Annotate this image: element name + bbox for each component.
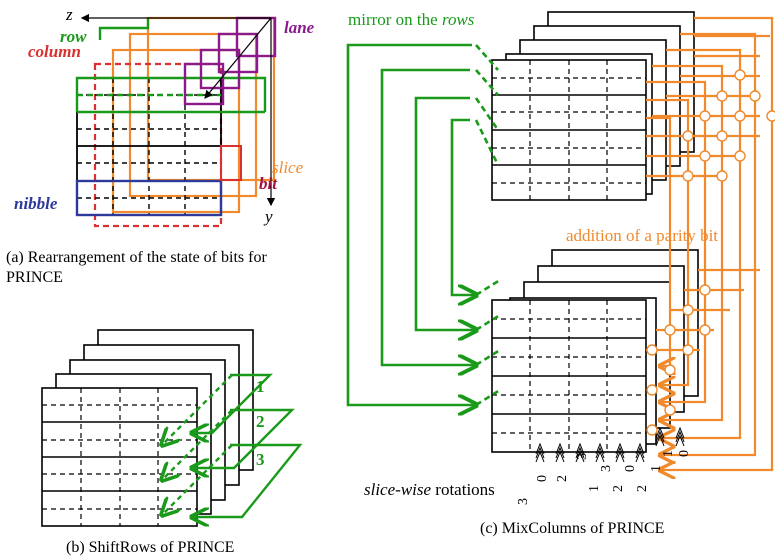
slice-label: slice [272, 158, 304, 177]
column-label: column [28, 42, 81, 61]
bit-label: bit [259, 174, 278, 193]
panel-c-rotation-values: 3 0 2 3 1 3 2 0 2 1 1 0 [516, 450, 692, 505]
rotation-value: 3 [516, 498, 531, 505]
axis-y-label: y [263, 207, 273, 226]
panel-c-top-stack [491, 11, 695, 201]
rotation-value: 0 [677, 450, 692, 457]
panel-a-lane-highlight [183, 16, 277, 106]
panel-a-back-slices [111, 16, 276, 214]
shift-label-2: 2 [256, 412, 265, 431]
panel-a-front-slice [76, 77, 222, 216]
panel-c: 3 0 2 3 1 3 2 0 2 1 1 0 mirror on the ro… [346, 10, 775, 537]
panel-a-red-slice [93, 62, 223, 228]
panel-b: 1 2 3 (b) ShiftRows of PRINCE [41, 329, 303, 556]
shift-label-3: 3 [256, 450, 265, 469]
axis-z-label: z [65, 5, 73, 24]
panel-a-row-highlight [75, 18, 267, 114]
shift-label-1: 1 [256, 377, 265, 396]
rotation-value: 2 [611, 485, 626, 492]
rotations-label: slice-wise rotations [364, 480, 495, 499]
rotation-value: 2 [635, 485, 650, 492]
row-label: row [60, 27, 87, 46]
panel-c-mirror-loops [346, 43, 501, 405]
nibble-label: nibble [14, 194, 58, 213]
panel-a-axes [80, 13, 276, 207]
rotation-value: 3 [575, 453, 590, 460]
caption-a-line1: (a) Rearrangement of the state of bits f… [6, 249, 267, 266]
rotation-value: 3 [599, 465, 614, 472]
mirror-label: mirror on the rows [348, 10, 475, 29]
caption-b: (b) ShiftRows of PRINCE [66, 539, 234, 556]
panel-a: z y row lane column slice bit nibble (a)… [6, 5, 315, 286]
panel-a-bit-highlight [220, 145, 242, 181]
panel-b-shift-arrows [162, 373, 303, 517]
rotation-value: 1 [587, 485, 602, 492]
panel-a-nibble-highlight [75, 179, 223, 217]
rotation-value: 0 [535, 475, 550, 482]
lane-label: lane [284, 18, 315, 37]
parity-label: addition of a parity bit [566, 226, 718, 245]
panel-c-rotation-chevrons [535, 426, 685, 463]
panel-c-bottom-grid [492, 300, 646, 452]
caption-c: (c) MixColumns of PRINCE [480, 520, 664, 537]
panel-b-stack [41, 329, 254, 527]
panel-c-top-grid [492, 60, 646, 200]
rotation-value: 1 [661, 450, 676, 457]
panel-c-xor-nodes [646, 69, 775, 436]
caption-a-line2: PRINCE [6, 269, 63, 286]
rotation-value: 2 [555, 475, 570, 482]
rotation-value: 1 [649, 465, 664, 472]
rotation-value: 0 [623, 465, 638, 472]
